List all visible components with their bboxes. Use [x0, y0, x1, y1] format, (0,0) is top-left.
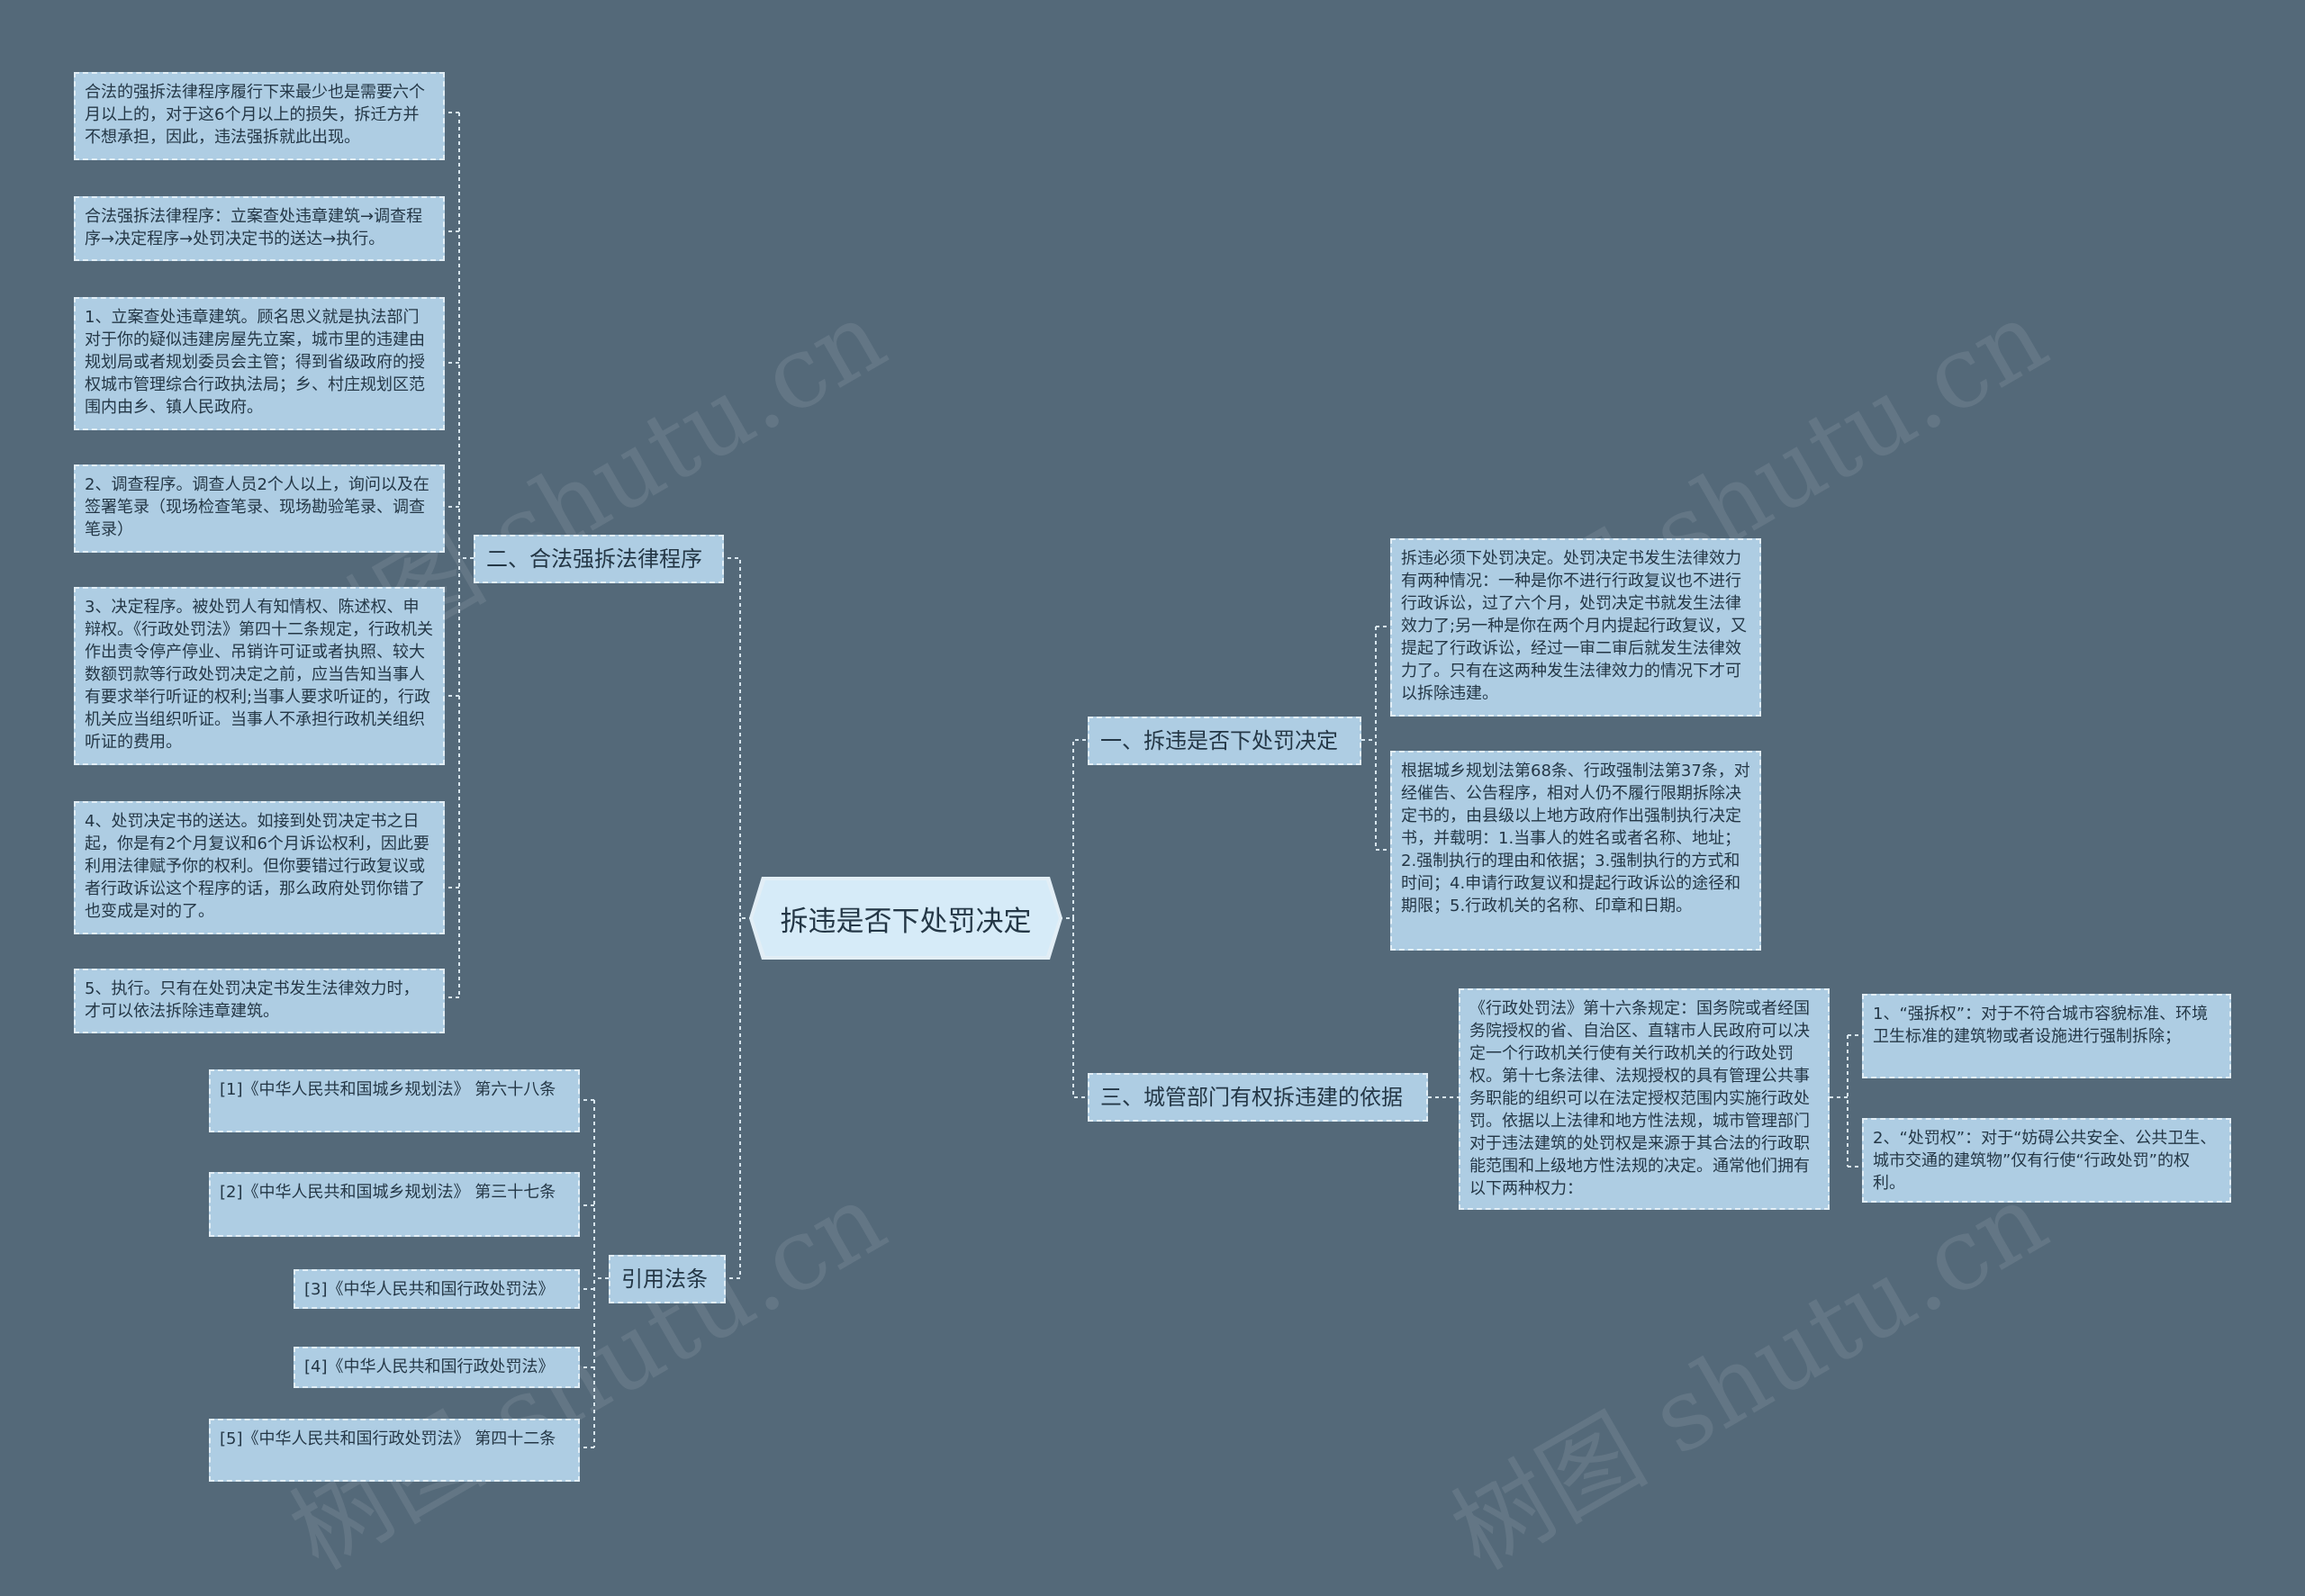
citation-item[interactable]: [2]《中华人民共和国城乡规划法》 第三十七条: [209, 1172, 580, 1237]
leaf-penalty-power[interactable]: 2、“处罚权”：对于“妨碍公共安全、公共卫生、城市交通的建筑物”仅有行使“行政处…: [1862, 1118, 2231, 1203]
leaf-step-execution[interactable]: 5、执行。只有在处罚决定书发生法律效力时，才可以依法拆除违章建筑。: [74, 969, 445, 1033]
leaf-step-investigation[interactable]: 2、调查程序。调查人员2个人以上，询问以及在签署笔录（现场检查笔录、现场勘验笔录…: [74, 464, 445, 553]
leaf-enforcement-basis[interactable]: 根据城乡规划法第68条、行政强制法第37条，对经催告、公告程序，相对人仍不履行限…: [1390, 751, 1761, 951]
leaf-step-delivery[interactable]: 4、处罚决定书的送达。如接到处罚决定书之日起，你是有2个月复议和6个月诉讼权利，…: [74, 801, 445, 934]
leaf-penalty-effect[interactable]: 拆违必须下处罚决定。处罚决定书发生法律效力有两种情况：一种是你不进行行政复议也不…: [1390, 538, 1761, 717]
leaf-procedure-steps[interactable]: 合法强拆法律程序：立案查处违章建筑→调查程序→决定程序→处罚决定书的送达→执行。: [74, 196, 445, 261]
leaf-step-decision[interactable]: 3、决定程序。被处罚人有知情权、陈述权、申辩权。《行政处罚法》第四十二条规定，行…: [74, 587, 445, 765]
citation-item[interactable]: [3]《中华人民共和国行政处罚法》: [294, 1269, 580, 1309]
connector-lines: [445, 112, 1862, 1448]
branch-legal-procedure[interactable]: 二、合法强拆法律程序: [474, 535, 724, 583]
citation-item[interactable]: [1]《中华人民共和国城乡规划法》 第六十八条: [209, 1069, 580, 1132]
root-node[interactable]: 拆违是否下处罚决定: [753, 880, 1059, 956]
branch-citations[interactable]: 引用法条: [609, 1255, 726, 1303]
leaf-authority-basis[interactable]: 《行政处罚法》第十六条规定：国务院或者经国务院授权的省、自治区、直辖市人民政府可…: [1459, 988, 1830, 1210]
citation-item[interactable]: [4]《中华人民共和国行政处罚法》: [294, 1347, 580, 1388]
citation-item[interactable]: [5]《中华人民共和国行政处罚法》 第四十二条: [209, 1419, 580, 1482]
leaf-step-filing[interactable]: 1、立案查处违章建筑。顾名思义就是执法部门对于你的疑似违建房屋先立案，城市里的违…: [74, 297, 445, 430]
branch-penalty-decision[interactable]: 一、拆违是否下处罚决定: [1088, 717, 1361, 765]
leaf-demolition-power[interactable]: 1、“强拆权”：对于不符合城市容貌标准、环境卫生标准的建筑物或者设施进行强制拆除…: [1862, 994, 2231, 1078]
branch-urban-authority[interactable]: 三、城管部门有权拆违建的依据: [1088, 1073, 1428, 1122]
leaf-procedure-intro[interactable]: 合法的强拆法律程序履行下来最少也是需要六个月以上的，对于这6个月以上的损失，拆迁…: [74, 72, 445, 160]
